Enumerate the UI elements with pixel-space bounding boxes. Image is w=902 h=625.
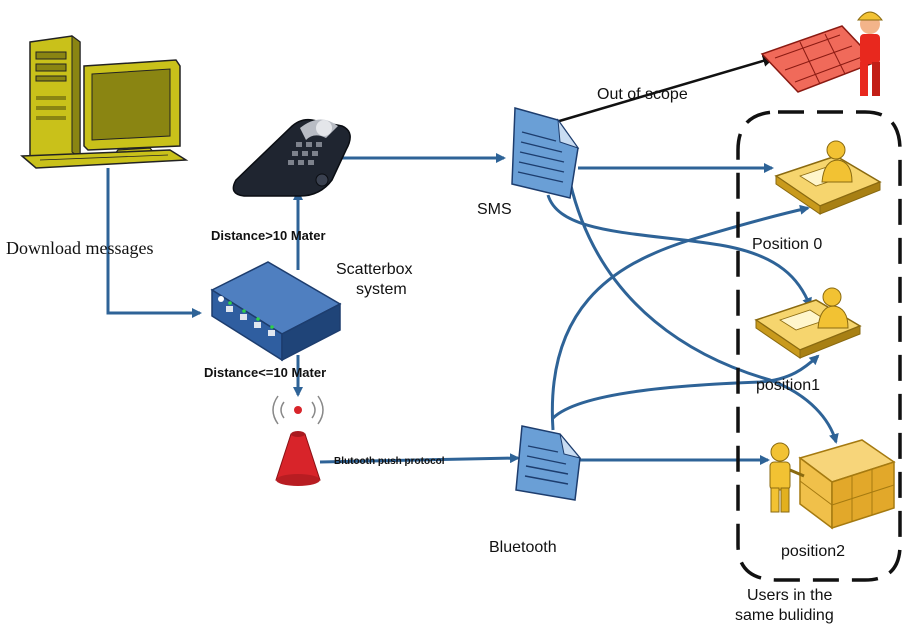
sms-to-position1-connector [546, 194, 812, 308]
sms-document-icon [511, 107, 580, 199]
sms-label: SMS [477, 201, 512, 218]
scatterbox-router-icon [210, 261, 342, 362]
download-messages-label: Download messages [6, 238, 153, 258]
users-label-line1: Users in the [747, 587, 832, 604]
users-label-line2: same buliding [735, 607, 834, 624]
scatterbox-label-line2: system [356, 281, 407, 298]
connectors [106, 55, 839, 465]
sms-to-position2-connector [568, 181, 839, 444]
desk-user-icon-position1 [754, 287, 862, 359]
users-group-boundary [736, 110, 902, 582]
scatterbox-label-line1: Scatterbox [336, 261, 412, 278]
bluetooth-label: Bluetooth [489, 539, 557, 556]
position1-label: position1 [756, 377, 820, 394]
distance-far-label: Distance>10 Mater [211, 228, 326, 243]
construction-worker-icon [760, 11, 884, 96]
beacon-to-bluetooth-connector [319, 453, 520, 464]
download-connector [106, 168, 202, 318]
bluetooth-to-position1-connector [551, 354, 820, 420]
bluetooth-to-position0-connector [550, 204, 810, 431]
position2-label: position2 [781, 543, 845, 560]
desktop-computer-icon [20, 35, 189, 169]
position0-label: Position 0 [752, 236, 822, 253]
bluetooth-beacon-icon [272, 395, 324, 486]
desk-user-icon-position0 [774, 140, 882, 215]
bluetooth-push-label: Blutooth push protocol [334, 456, 445, 467]
distance-near-label: Distance<=10 Mater [204, 365, 326, 380]
shelf-user-icon-position2 [769, 439, 896, 530]
bluetooth-document-icon [515, 425, 582, 501]
out-of-scope-connector [555, 55, 775, 124]
mobile-phone-icon [232, 118, 351, 197]
out-of-scope-label: Out of scope [597, 86, 688, 103]
